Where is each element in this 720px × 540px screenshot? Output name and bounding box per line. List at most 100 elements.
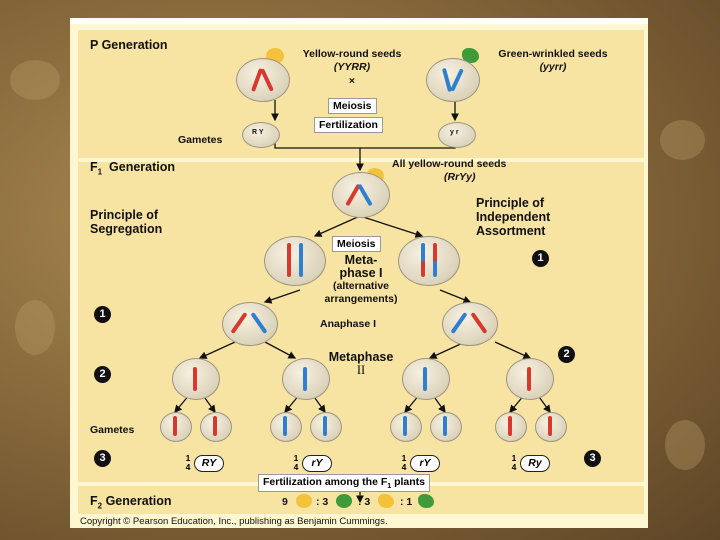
principle-segregation-line-2: Segregation <box>90 222 163 236</box>
gamete-cell <box>270 412 302 442</box>
chromosome-icon <box>299 243 303 267</box>
f2-generation-heading: F2 Generation <box>90 494 172 511</box>
yellow-round-label: Yellow-round seeds <box>302 48 402 60</box>
principle-segregation-line-1: Principle of <box>90 208 159 222</box>
metaphase2-cell-1 <box>172 358 220 400</box>
f2-ratio-3b: : 3 <box>358 496 371 508</box>
chromosome-icon <box>527 367 531 391</box>
chromosome-icon <box>423 367 427 391</box>
metaphase1-cell-right <box>398 236 460 286</box>
chromosome-icon <box>193 367 197 391</box>
green-wrinkled-label: Green-wrinkled seeds <box>498 48 608 60</box>
chromosome-icon <box>508 416 512 436</box>
anaphase-cell-right <box>442 302 498 346</box>
chromosome-icon <box>450 312 468 334</box>
chromosome-icon <box>213 416 217 436</box>
chromosome-icon <box>287 243 291 267</box>
metaphase1-cell-left <box>264 236 326 286</box>
chromosome-icon <box>299 261 303 277</box>
anaphase-cell-left <box>222 302 278 346</box>
p-gamete-left-cell: R Y <box>242 122 280 148</box>
f2-ratio-9: 9 <box>282 496 288 508</box>
step-3-badge-right: 3 <box>584 450 601 467</box>
yellow-wrinkled-seed-icon <box>378 494 394 508</box>
chromosome-icon <box>443 416 447 436</box>
gamete-genotype-3: rY <box>410 455 440 472</box>
chromosome-icon <box>260 68 274 92</box>
green-wrinkled-seed-icon <box>462 48 479 63</box>
chromosome-icon <box>403 416 407 436</box>
gamete-cell <box>495 412 527 442</box>
f1-generation-heading: F1 Generation <box>90 160 176 177</box>
gamete-cell <box>390 412 422 442</box>
f1-fertilization-label: Fertilization among the F1 plants <box>258 474 431 493</box>
chromosome-icon <box>287 261 291 277</box>
f1-gametes-label: Gametes <box>90 424 135 436</box>
p-generation-heading: P Generation <box>90 38 168 52</box>
f2-ratio-1: : 1 <box>400 496 413 508</box>
meiosis-label: Meiosis <box>328 98 377 114</box>
p-gamete-right-cell: y r <box>438 122 476 148</box>
metaphase1-line-3: (alternative <box>332 280 390 292</box>
gamete-genotype-2: rY <box>302 455 332 472</box>
step-1-badge-left: 1 <box>94 306 111 323</box>
principle-assortment-line-1: Principle of <box>476 196 545 210</box>
f1-cell <box>332 172 390 218</box>
metaphase1-line-4: arrangements) <box>324 293 398 305</box>
f1-seeds-genotype: (RrYy) <box>444 171 476 183</box>
f2-ratio-3a: : 3 <box>316 496 329 508</box>
chromosome-icon <box>433 261 437 277</box>
gamete-genotype-1: RY <box>194 455 224 472</box>
chromosome-icon <box>548 416 552 436</box>
copyright-text: Copyright © Pearson Education, Inc., pub… <box>80 516 388 527</box>
step-2-badge-right: 2 <box>558 346 575 363</box>
gamete-cell <box>310 412 342 442</box>
principle-assortment-line-2: Independent <box>476 210 551 224</box>
green-wrinkled-seed-icon <box>418 494 434 508</box>
yellow-round-seed-icon <box>296 494 312 508</box>
principle-assortment-line-3: Assortment <box>476 224 546 238</box>
p-generation-panel <box>78 30 644 158</box>
yellow-round-genotype: (YYRR) <box>333 61 371 73</box>
f1-meiosis-label: Meiosis <box>332 236 381 252</box>
step-1-badge-right: 1 <box>532 250 549 267</box>
metaphase2-cell-3 <box>402 358 450 400</box>
p-green-cell <box>426 58 480 102</box>
step-3-badge-left: 3 <box>94 450 111 467</box>
gamete-cell <box>535 412 567 442</box>
chromosome-icon <box>450 68 464 92</box>
chromosome-icon <box>470 312 488 334</box>
chromosome-icon <box>433 243 437 267</box>
metaphase2-cell-2 <box>282 358 330 400</box>
metaphase1-line-2: phase I <box>339 266 383 280</box>
f1-seeds-label: All yellow-round seeds <box>392 158 507 170</box>
green-wrinkled-genotype: (yyrr) <box>539 61 567 73</box>
chromosome-icon <box>250 312 268 334</box>
chromosome-icon <box>357 183 373 207</box>
chromosome-icon <box>323 416 327 436</box>
chromosome-icon <box>173 416 177 436</box>
metaphase2-cell-4 <box>506 358 554 400</box>
gamete-genotype-4: Ry <box>520 455 550 472</box>
chromosome-icon <box>303 367 307 391</box>
chromosome-icon <box>421 261 425 277</box>
p-yellow-cell <box>236 58 290 102</box>
gamete-cell <box>160 412 192 442</box>
chromosome-icon <box>283 416 287 436</box>
fertilization-label: Fertilization <box>314 117 383 133</box>
gamete-cell <box>200 412 232 442</box>
metaphase2-line-1: Metaphase <box>328 350 394 364</box>
step-2-badge-left: 2 <box>94 366 111 383</box>
chromosome-icon <box>230 312 248 334</box>
chromosome-icon <box>421 243 425 267</box>
cross-symbol: × <box>348 75 356 87</box>
metaphase2-line-2: II <box>356 363 366 377</box>
gamete-cell <box>430 412 462 442</box>
p-gametes-label: Gametes <box>178 134 223 146</box>
metaphase1-line-1: Meta- <box>344 253 378 267</box>
green-round-seed-icon <box>336 494 352 508</box>
